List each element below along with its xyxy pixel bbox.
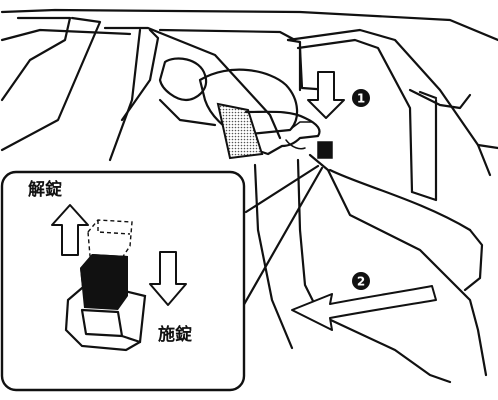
close-door-arrow	[291, 285, 437, 331]
lock-knob-icon	[64, 254, 147, 352]
svg-text:1: 1	[357, 92, 365, 106]
unlock-arrow-icon	[51, 204, 89, 256]
lock-detail-inset: 解錠 施錠	[0, 170, 246, 392]
callout-leader-lines	[240, 164, 324, 310]
press-down-arrow	[307, 71, 345, 119]
lock-arrow-icon	[149, 251, 187, 306]
lock-label: 施錠	[158, 324, 192, 345]
hand-pressing-lock	[216, 102, 333, 160]
rear-seat	[158, 57, 299, 137]
step-2-badge: 2	[352, 272, 370, 290]
unlock-label: 解錠	[28, 179, 62, 200]
step-1-badge: 1	[352, 89, 370, 107]
car-roof-outline	[0, 8, 498, 152]
svg-text:2: 2	[357, 275, 365, 289]
car-window-frame	[103, 26, 302, 162]
open-door	[253, 28, 498, 384]
